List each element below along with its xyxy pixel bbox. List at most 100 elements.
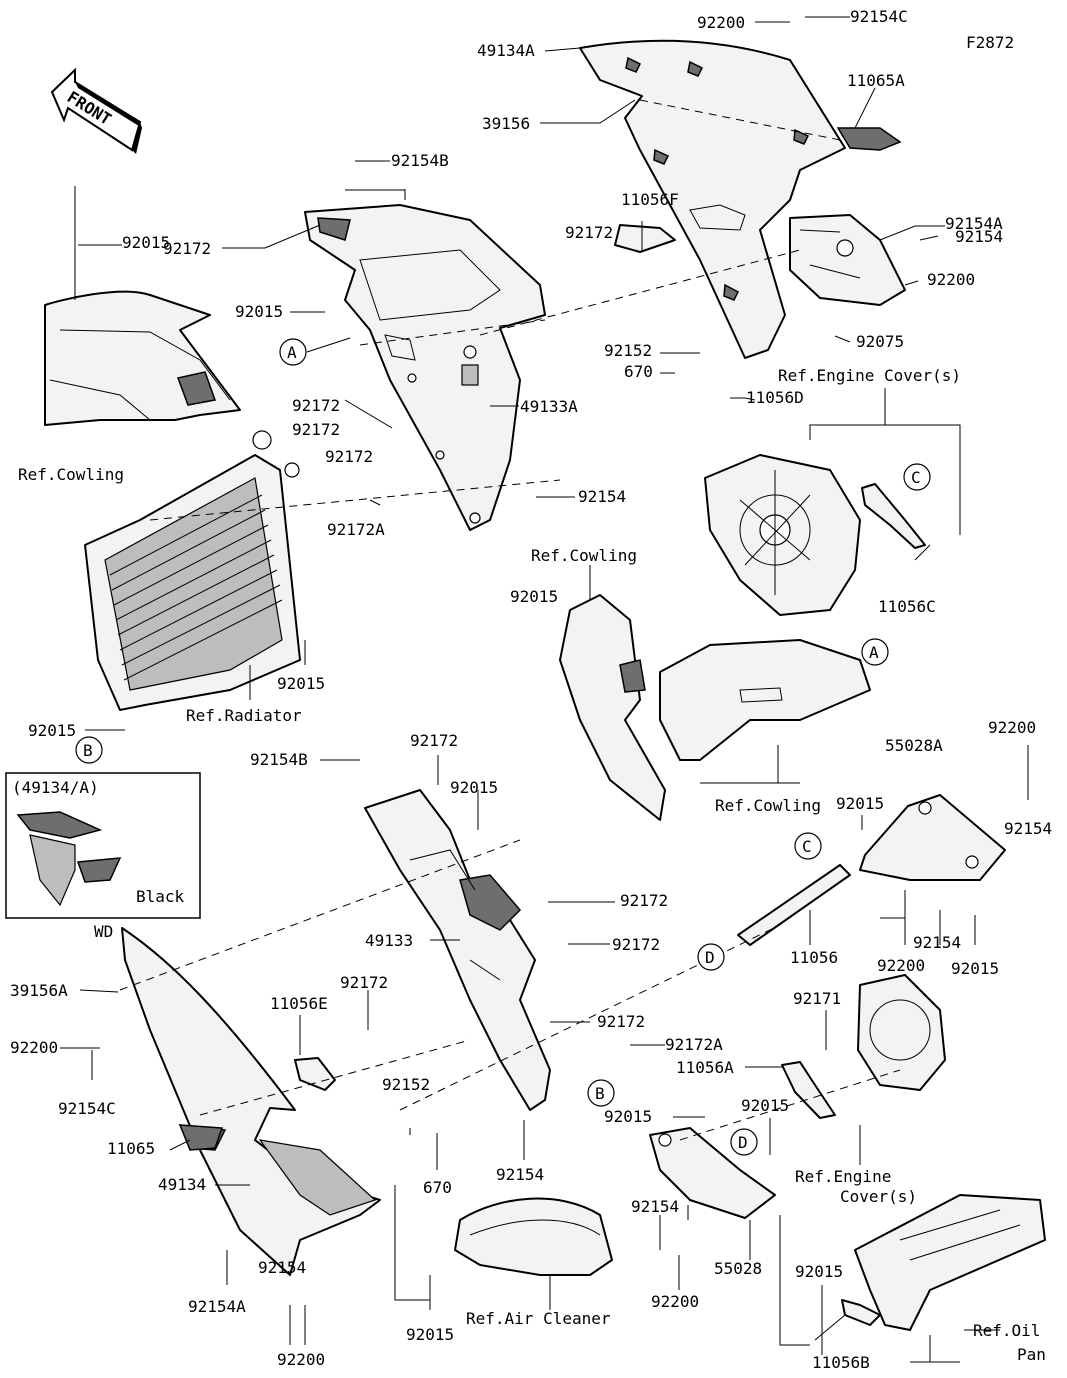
part-label: 92154B — [250, 750, 308, 769]
engine-cover-right — [704, 454, 861, 616]
part-label: 49133 — [365, 931, 413, 950]
part-label: 92200 — [988, 718, 1036, 737]
part-label: 11065 — [107, 1139, 155, 1158]
part-11065a — [836, 127, 902, 151]
part-label: 92172 — [410, 731, 458, 750]
part-label: Ref.Cowling — [531, 546, 637, 565]
part-label: 92154 — [631, 1197, 679, 1216]
part-label: 92015 — [951, 959, 999, 978]
part-label: 92015 — [28, 721, 76, 740]
part-label: 92172A — [327, 520, 385, 539]
part-label: 39156A — [10, 981, 68, 1000]
part-label: 92075 — [856, 332, 904, 351]
ref-air-cleaner — [454, 1197, 613, 1276]
part-label: Ref.Oil — [973, 1321, 1040, 1340]
part-label: 92154A — [945, 214, 1003, 233]
part-label: 92172 — [325, 447, 373, 466]
part-label: 92172 — [163, 239, 211, 258]
circle-ref-a: A — [869, 643, 879, 662]
part-11056a — [781, 1061, 836, 1119]
circle-refs: A A B B C C D D — [75, 338, 931, 1156]
inset-note: Black — [136, 887, 185, 906]
part-label: 92015 — [277, 674, 325, 693]
part-label: 92015 — [741, 1096, 789, 1115]
part-label: 92200 — [10, 1038, 58, 1057]
circle-ref-c: C — [802, 837, 812, 856]
bracket-55028 — [649, 1127, 776, 1219]
part-label: 49133A — [520, 397, 578, 416]
part-label: 92172 — [292, 420, 340, 439]
engine-cover-lower — [857, 974, 946, 1091]
part-label: 92172 — [340, 973, 388, 992]
part-label: Ref.Cowling — [18, 465, 124, 484]
part-label: 11056B — [812, 1353, 870, 1372]
part-label: 92154 — [913, 933, 961, 952]
wd-label: WD — [94, 922, 113, 941]
part-11056e — [294, 1057, 336, 1091]
circle-ref-a: A — [287, 343, 297, 362]
radiator — [84, 430, 301, 711]
ref-cowling-middle — [559, 594, 871, 821]
part-label: 670 — [423, 1178, 452, 1197]
part-label: Ref.Cowling — [715, 796, 821, 815]
part-label: 92154 — [578, 487, 626, 506]
front-arrow-icon: FRONT — [50, 67, 142, 154]
part-label: 92200 — [877, 956, 925, 975]
part-11056b — [841, 1299, 881, 1326]
part-label: 49134A — [477, 41, 535, 60]
circle-ref-b: B — [83, 741, 93, 760]
part-label: 92154C — [58, 1099, 116, 1118]
part-label: 11056F — [621, 190, 679, 209]
circle-ref-d: D — [738, 1133, 748, 1152]
inset-box: (49134/A) Black — [5, 772, 201, 919]
part-label: 92172 — [597, 1012, 645, 1031]
part-label: 92152 — [382, 1075, 430, 1094]
part-label: 92152 — [604, 341, 652, 360]
part-label: 55028A — [885, 736, 943, 755]
part-label: 92015 — [510, 587, 558, 606]
inner-cowl-49133a — [304, 204, 546, 531]
part-label: Pan — [1017, 1345, 1046, 1364]
part-label: 92015 — [122, 233, 170, 252]
part-label: 92200 — [927, 270, 975, 289]
part-label: 55028 — [714, 1259, 762, 1278]
part-label: 92015 — [795, 1262, 843, 1281]
part-label: 92154 — [258, 1258, 306, 1277]
part-label: 92015 — [406, 1325, 454, 1344]
part-11056f — [614, 224, 676, 253]
part-label: Ref.Air Cleaner — [466, 1309, 611, 1328]
part-label: 92015 — [235, 302, 283, 321]
circle-ref-c: C — [911, 468, 921, 487]
part-label: 92154B — [391, 151, 449, 170]
part-label: Cover(s) — [840, 1187, 917, 1206]
part-11056 — [737, 864, 851, 946]
circle-ref-b: B — [595, 1084, 605, 1103]
part-11056c — [861, 483, 926, 549]
part-label: 92172 — [620, 891, 668, 910]
part-label: 92171 — [793, 989, 841, 1008]
part-label: 92154C — [850, 7, 908, 26]
part-label: 39156 — [482, 114, 530, 133]
part-label: 92015 — [450, 778, 498, 797]
part-label: 670 — [624, 362, 653, 381]
part-label: 11056A — [676, 1058, 734, 1077]
part-label: Ref.Engine — [795, 1167, 891, 1186]
circle-ref-d: D — [705, 948, 715, 967]
part-label: 92154 — [955, 227, 1003, 246]
part-label: 11056D — [746, 388, 804, 407]
part-label: 92200 — [277, 1350, 325, 1369]
part-label: 92154 — [496, 1165, 544, 1184]
ref-oil-pan — [854, 1194, 1046, 1331]
part-label: 11056C — [878, 597, 936, 616]
part-11065 — [178, 1124, 224, 1151]
part-label: 92154 — [1004, 819, 1052, 838]
upper-cowl-49134a — [579, 39, 846, 359]
part-label: 11056 — [790, 948, 838, 967]
part-label: Ref.Engine Cover(s) — [778, 366, 961, 385]
figure-code: F2872 — [966, 33, 1014, 52]
inner-bracket-right — [789, 214, 906, 306]
leader-lines — [60, 16, 1029, 1363]
part-label: 92172 — [565, 223, 613, 242]
part-label: 92200 — [697, 13, 745, 32]
